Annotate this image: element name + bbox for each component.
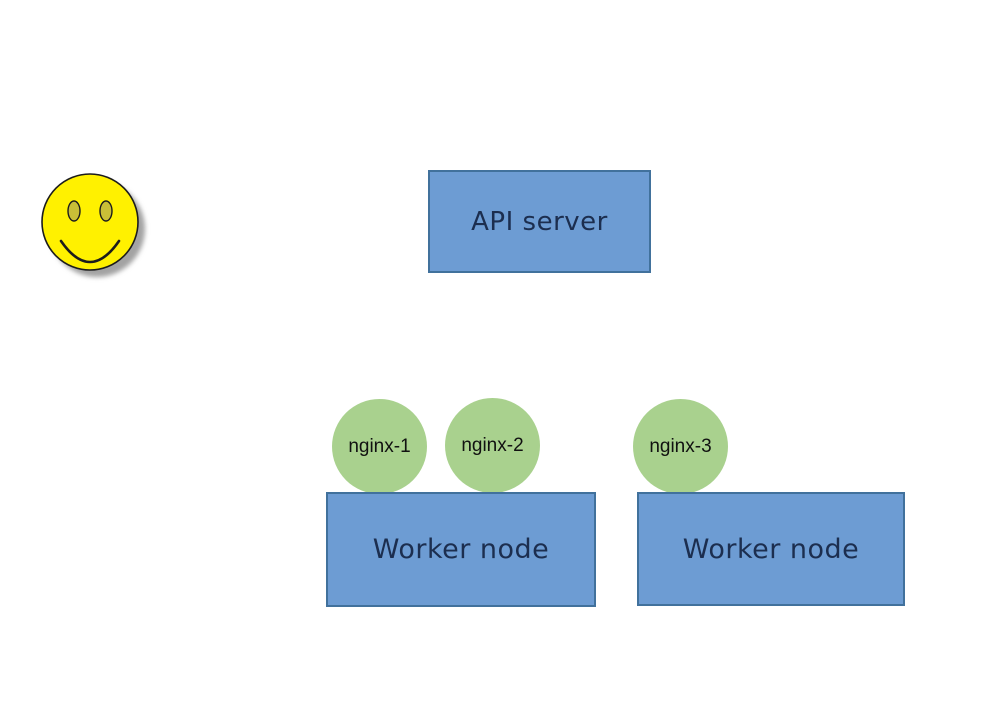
worker-node-1-box: Worker node [326,492,596,607]
pod-nginx-2: nginx-2 [445,398,540,493]
smiley-mouth [59,239,121,264]
pod-nginx-1-label: nginx-1 [348,435,411,457]
worker-node-1-label: Worker node [372,534,550,565]
pod-nginx-2-label: nginx-2 [461,434,524,456]
api-server-box: API server [428,170,651,273]
pod-nginx-3: nginx-3 [633,399,728,494]
smiley-left-eye [67,200,81,222]
worker-node-2-label: Worker node [682,533,860,565]
pod-nginx-1: nginx-1 [332,399,427,494]
smiley-face [38,171,153,291]
smiley-head [41,173,139,271]
smiley-face-icon [41,173,145,277]
pod-nginx-3-label: nginx-3 [649,435,712,457]
worker-node-2-box: Worker node [637,492,905,606]
api-server-label: API server [471,206,608,237]
smiley-right-eye [99,200,113,222]
